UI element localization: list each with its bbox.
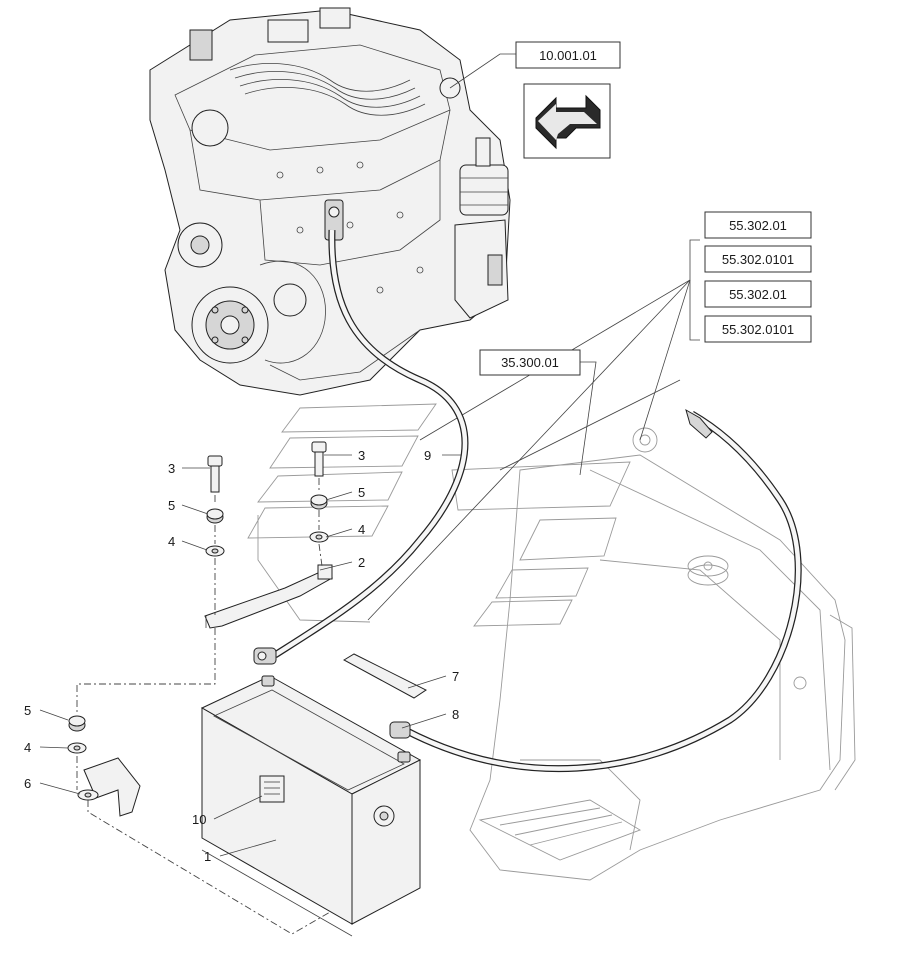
reference-engine-label: 10.001.01 <box>539 48 597 63</box>
reference-electrical-2[interactable]: 55.302.0101 <box>704 245 812 273</box>
callout-5-middle: 5 <box>358 485 365 500</box>
reference-leader-lines <box>367 53 700 621</box>
reference-cable-group-label: 35.300.01 <box>501 355 559 370</box>
callout-4-middle: 4 <box>358 522 365 537</box>
reference-engine[interactable]: 10.001.01 <box>515 41 621 69</box>
callout-leaders <box>39 454 462 857</box>
decal-7 <box>342 653 427 699</box>
callout-6: 6 <box>24 776 31 791</box>
callout-9: 9 <box>424 448 431 463</box>
callout-7: 7 <box>452 669 459 684</box>
callout-3-middle: 3 <box>358 448 365 463</box>
reference-electrical-3[interactable]: 55.302.01 <box>704 280 812 308</box>
battery-cable-9 <box>253 229 469 665</box>
callout-4-left: 4 <box>168 534 175 549</box>
callout-numbers: 3 5 4 3 5 4 2 9 7 8 5 4 6 10 1 <box>24 448 459 864</box>
callout-8: 8 <box>452 707 459 722</box>
left-hardware-stack <box>205 455 225 615</box>
lower-hardware-stack <box>67 628 421 935</box>
reference-electrical-3-label: 55.302.01 <box>729 287 787 302</box>
ground-cable-8 <box>389 408 802 773</box>
battery-1 <box>200 675 422 937</box>
reference-electrical-1[interactable]: 55.302.01 <box>704 211 812 239</box>
mounting-plates-outline <box>247 403 631 627</box>
fuel-tank-outline <box>469 427 856 881</box>
callout-4-lower: 4 <box>24 740 31 755</box>
callout-2: 2 <box>358 555 365 570</box>
reference-electrical-1-label: 55.302.01 <box>729 218 787 233</box>
callout-5-lower: 5 <box>24 703 31 718</box>
bracket-2 <box>204 564 334 629</box>
reference-electrical-4-label: 55.302.0101 <box>722 322 794 337</box>
back-arrow-icon[interactable] <box>523 83 611 159</box>
callout-3-left: 3 <box>168 461 175 476</box>
reference-electrical-2-label: 55.302.0101 <box>722 252 794 267</box>
reference-cable-group[interactable]: 35.300.01 <box>479 349 581 376</box>
callout-1: 1 <box>204 849 211 864</box>
callout-10: 10 <box>192 812 206 827</box>
callout-5-left: 5 <box>168 498 175 513</box>
reference-electrical-4[interactable]: 55.302.0101 <box>704 315 812 343</box>
middle-hardware-stack <box>309 441 329 567</box>
engine-illustration <box>149 7 511 396</box>
